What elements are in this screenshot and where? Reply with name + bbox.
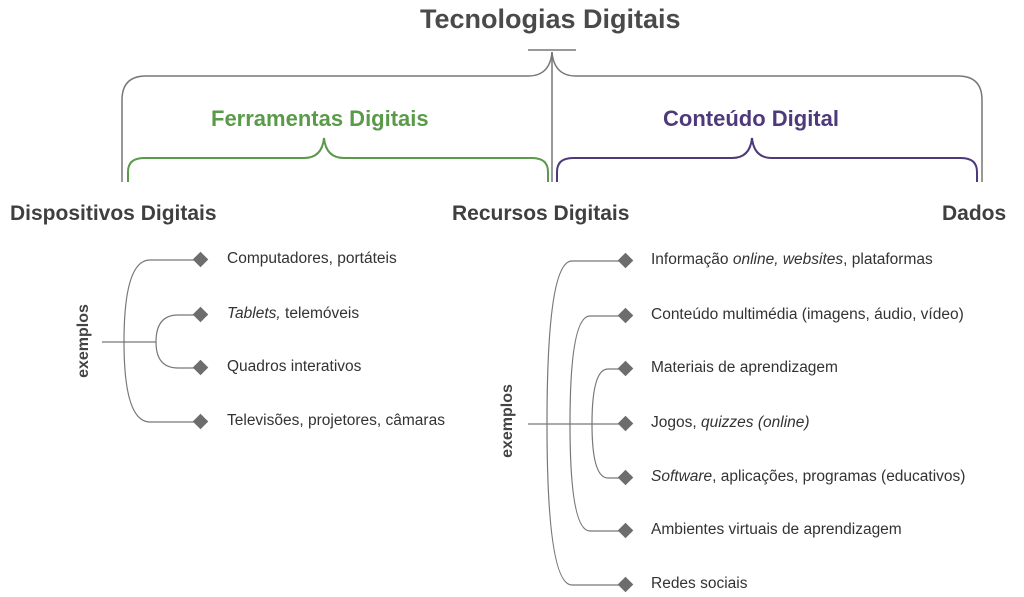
resources-item: Jogos, quizzes (online): [651, 414, 810, 431]
devices-item: Computadores, portáteis: [227, 250, 397, 267]
resources-item: Conteúdo multimédia (imagens, áudio, víd…: [651, 306, 964, 323]
resources-item: Materiais de aprendizagem: [651, 359, 838, 376]
devices-item: Tablets, telemóveis: [227, 305, 360, 322]
devices-item: Televisões, projetores, câmaras: [227, 412, 445, 429]
resources-item: Software, aplicações, programas (educati…: [651, 468, 966, 485]
devices-item: Quadros interativos: [227, 358, 362, 375]
examples-label-resources: exemplos: [499, 384, 516, 458]
resources-item: Redes sociais: [651, 575, 748, 592]
page-title: Tecnologias Digitais: [420, 4, 681, 34]
heading-resources: Recursos Digitais: [452, 202, 630, 225]
category-tools: Ferramentas Digitais: [211, 106, 429, 131]
heading-devices: Dispositivos Digitais: [10, 202, 217, 225]
category-content: Conteúdo Digital: [663, 106, 839, 131]
resources-item: Ambientes virtuais de aprendizagem: [651, 521, 902, 538]
resources-item: Informação online, websites, plataformas: [651, 251, 933, 268]
devices-tree: [102, 259, 198, 423]
tools-bracket: [127, 137, 549, 182]
resources-tree: [528, 260, 622, 586]
content-bracket: [556, 137, 978, 182]
examples-label-devices: exemplos: [75, 304, 92, 378]
heading-data: Dados: [942, 202, 1007, 225]
